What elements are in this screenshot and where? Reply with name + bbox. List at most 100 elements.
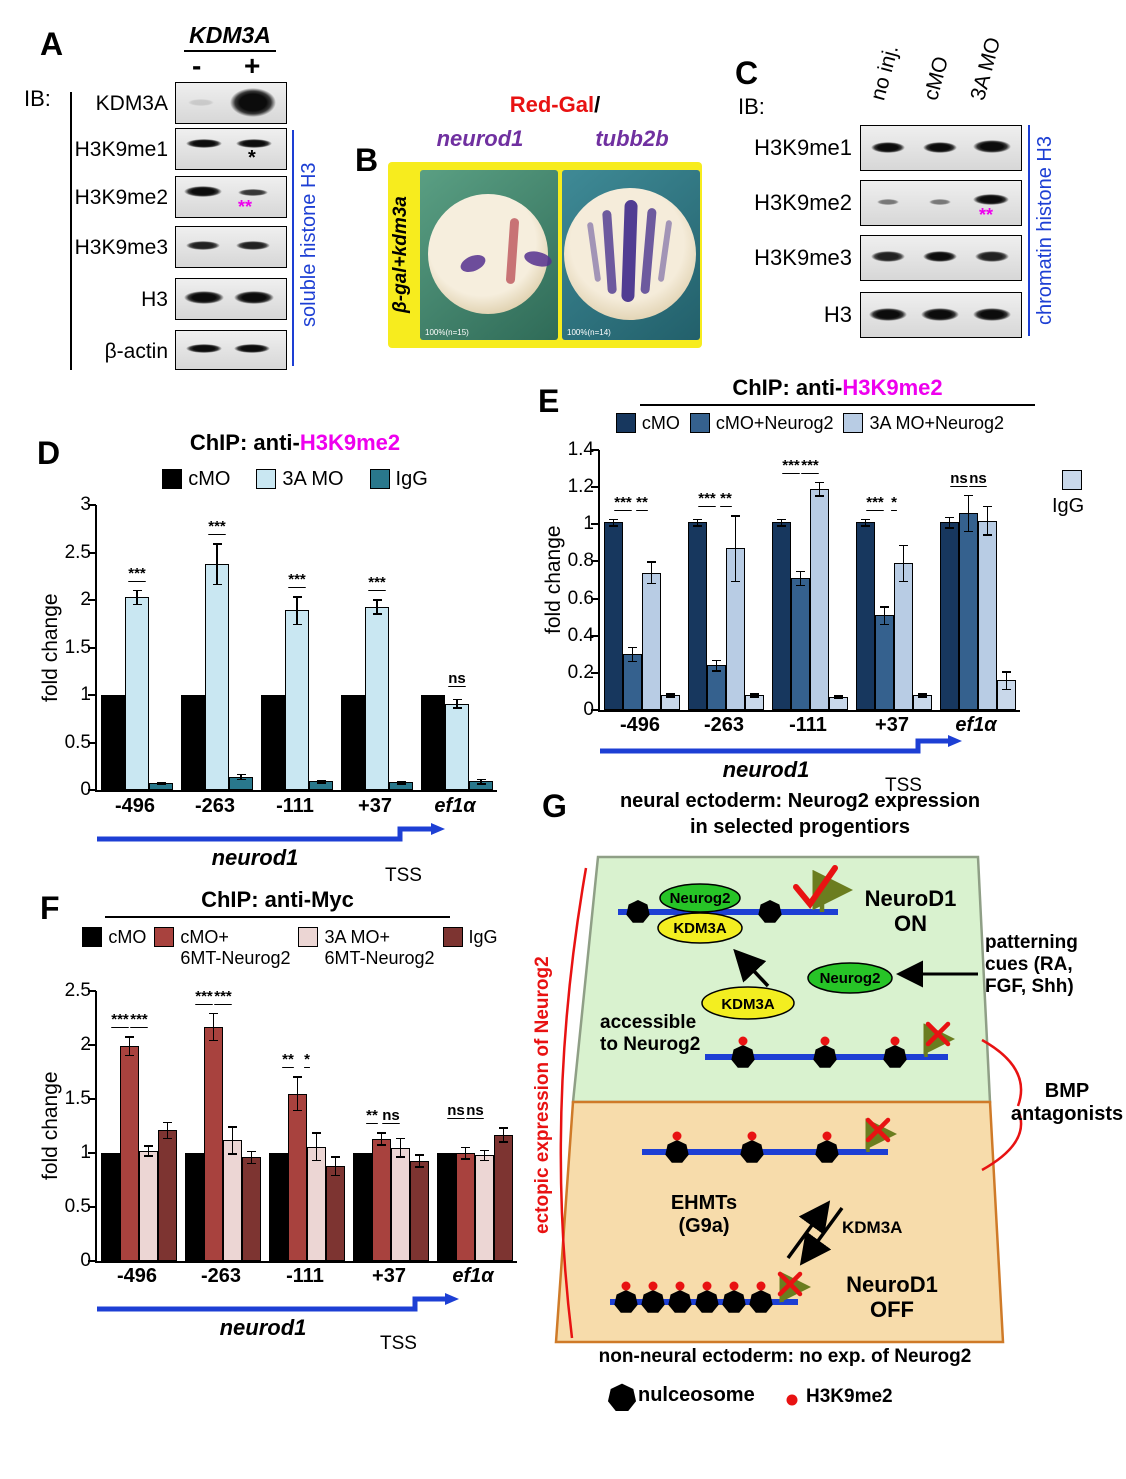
significance-label: * <box>304 1051 310 1069</box>
bar <box>772 522 791 710</box>
error-bar <box>128 1036 131 1056</box>
accessible-line2: to Neurog2 <box>600 1033 701 1055</box>
error-bar-cap <box>666 696 675 698</box>
y-tick-label: 2.5 <box>64 980 91 1001</box>
error-bar-cap <box>396 780 406 782</box>
error-bar <box>334 1156 337 1176</box>
igg-swatch <box>1062 470 1082 490</box>
error-bar <box>864 518 867 527</box>
panel-c: C no inj. cMO 3A MO IB: H3K9me1 H3K9me2 … <box>720 30 1070 380</box>
y-tick-label: 0 <box>583 699 594 720</box>
bar <box>410 1160 429 1261</box>
error-bar-cap <box>480 1159 489 1162</box>
legend-swatch <box>298 927 319 947</box>
recruitment-arrow <box>733 948 770 988</box>
error-bar-cap <box>983 505 992 508</box>
significance-label: *** <box>782 456 800 474</box>
error-bar-cap <box>292 596 302 598</box>
h3k9me2-dot <box>702 1281 712 1291</box>
error-bar-cap <box>461 1146 470 1149</box>
error-bar-cap <box>372 613 382 615</box>
soluble-histone-label: soluble histone H3 <box>298 162 320 328</box>
error-bar <box>669 693 672 697</box>
bar <box>642 572 661 710</box>
x-category-label: ef1α <box>452 1265 494 1287</box>
h3k9me2-dot <box>672 1131 682 1141</box>
significance-label: *** <box>698 490 716 507</box>
tss-arrowhead <box>445 1293 459 1305</box>
y-tick-label: 0.5 <box>64 1196 91 1217</box>
x-category-label: -263 <box>194 795 236 817</box>
error-bar-cap <box>476 783 486 785</box>
neurod1-off-label: NeuroD1 OFF <box>822 1272 962 1323</box>
bar <box>437 1153 456 1261</box>
bar <box>341 695 365 790</box>
tss-arrowhead <box>431 823 445 835</box>
red-checkmark-icon <box>793 865 838 909</box>
error-bar-cap <box>777 518 786 521</box>
panel-b-letter: B <box>355 142 379 178</box>
neurog2-oval <box>807 962 893 994</box>
error-bar-cap <box>880 606 889 608</box>
error-bar-cap <box>666 693 675 695</box>
significance-label: ** <box>720 490 732 507</box>
bar <box>101 695 125 790</box>
igg-label: IgG <box>1052 495 1085 517</box>
error-bar-cap <box>331 1174 340 1177</box>
error-bar-cap <box>609 518 618 521</box>
blot-h3k9me3 <box>175 226 287 268</box>
bar <box>959 513 978 710</box>
error-bar-cap <box>396 783 406 785</box>
blot-band <box>238 189 268 196</box>
lane-label-no-inj: no inj. <box>866 42 904 103</box>
blot-h3k9me1 <box>860 125 1022 171</box>
panel-f-letter: F <box>40 890 60 926</box>
legend-item: 3A MO+6MT-Neurog2 <box>298 927 435 969</box>
significance-label: ns <box>969 469 987 487</box>
significance-label: * <box>891 493 897 511</box>
panel-g-letter: G <box>542 788 567 824</box>
y-tick-mark <box>88 694 96 696</box>
blot-band <box>230 88 276 117</box>
error-bar-cap <box>861 518 870 521</box>
transcription-off-arrow <box>779 1271 811 1303</box>
significance-label: *** <box>614 493 632 511</box>
h3k9me2-dot <box>822 1131 832 1141</box>
legend-label: 3A MO <box>282 468 344 490</box>
red-x-icon <box>865 1117 891 1143</box>
non-neural-ectoderm-panel <box>554 1100 1005 1344</box>
chart-title: ChIP: anti-Myc <box>105 887 450 918</box>
neurod1-on-label: NeuroD1 ON <box>848 886 973 937</box>
ehmts-line1: EHMTs <box>670 1192 738 1214</box>
gene-label: neurod1 <box>219 1315 307 1340</box>
ib-label: IB: <box>738 94 765 119</box>
error-bar-cap <box>209 1039 218 1042</box>
significance-label: ns <box>382 1107 400 1125</box>
error-bar-cap <box>628 646 637 649</box>
significance-label: *** <box>214 987 232 1005</box>
y-tick-label: 1 <box>80 1142 91 1163</box>
blot-band <box>973 308 1011 321</box>
blot-band <box>871 142 905 153</box>
y-tick-label: 1 <box>583 513 594 535</box>
bar <box>623 654 642 710</box>
legend-swatch <box>615 413 636 433</box>
legend-swatch <box>162 469 183 489</box>
bar <box>120 1046 139 1261</box>
patterning-line1: patterning <box>985 932 1078 953</box>
chart-title-prefix: ChIP: anti- <box>732 375 843 400</box>
blot-h3k9me1: * <box>175 128 287 170</box>
significance-label: *** <box>208 518 226 535</box>
error-bar-cap <box>1002 671 1011 673</box>
blot-band <box>923 142 957 153</box>
igg-legend: IgG <box>1052 470 1116 518</box>
neurod1-gene-label: neurod1 <box>436 126 524 151</box>
h3k9me2-dot <box>756 1281 766 1291</box>
error-bar-cap <box>415 1154 424 1156</box>
y-tick-label: 0.4 <box>567 624 594 646</box>
error-bar-cap <box>236 773 246 776</box>
